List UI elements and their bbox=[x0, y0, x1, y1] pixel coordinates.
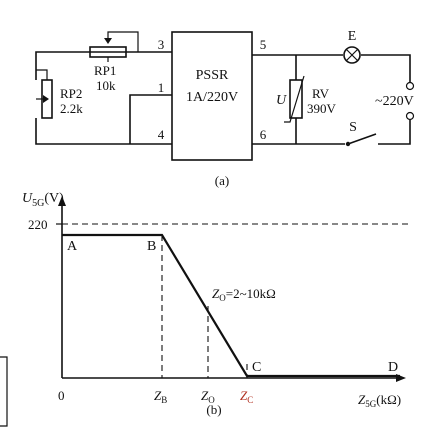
characteristic-curve bbox=[62, 233, 400, 378]
lamp-icon bbox=[343, 46, 361, 64]
varistor-label: RV bbox=[312, 86, 330, 101]
x-tick-zc: ZC bbox=[240, 388, 253, 405]
rp2-link bbox=[36, 69, 48, 80]
rp1-label: RP1 bbox=[94, 63, 116, 78]
point-a: A bbox=[67, 239, 78, 254]
x-tick-zo: ZO bbox=[201, 388, 215, 405]
origin-label: 0 bbox=[58, 388, 65, 403]
switch-label: S bbox=[349, 120, 357, 135]
switch-blade bbox=[347, 133, 377, 145]
rp1-wiper-arrow bbox=[104, 38, 112, 44]
y-tick-220: 220 bbox=[28, 217, 48, 232]
pin-5-label: 5 bbox=[260, 37, 267, 52]
circuit-diagram: PSSR 1A/220V 3 1 4 5 6 RP2 2.2k RP1 10k bbox=[35, 29, 415, 188]
x-tick-zb: ZB bbox=[154, 388, 167, 405]
pin-1-label: 1 bbox=[158, 80, 165, 95]
pin-4-label: 4 bbox=[158, 127, 165, 142]
pssr-module bbox=[171, 31, 253, 161]
y-axis-arrow bbox=[58, 196, 66, 206]
wire-pin4 bbox=[35, 118, 172, 145]
x-axis-label: Z5G(kΩ) bbox=[358, 392, 401, 409]
rp1-value: 10k bbox=[96, 78, 116, 93]
pssr-rating: 1A/220V bbox=[186, 90, 238, 105]
varistor-slash bbox=[284, 75, 305, 123]
rp2-wiper-arrow bbox=[43, 95, 49, 103]
point-c: C bbox=[252, 360, 261, 375]
lamp-label: E bbox=[348, 29, 357, 44]
supply-terminal-bottom bbox=[405, 111, 415, 121]
supply-label: ~220V bbox=[375, 94, 414, 109]
varistor-symbol: U bbox=[276, 93, 287, 108]
pin-6-label: 6 bbox=[260, 127, 267, 142]
rp1-link bbox=[107, 31, 139, 52]
chart-caption: (b) bbox=[206, 402, 221, 417]
wire-switch-out bbox=[378, 120, 411, 145]
pssr-label: PSSR bbox=[196, 68, 229, 83]
supply-terminal-top bbox=[405, 81, 415, 91]
zo-annotation: ZO=2~10kΩ bbox=[212, 286, 276, 303]
rp2-value: 2.2k bbox=[60, 101, 83, 116]
frame-fragment bbox=[0, 356, 8, 427]
wire-pin1 bbox=[129, 94, 172, 144]
point-d: D bbox=[388, 360, 398, 375]
varistor-value: 390V bbox=[307, 101, 337, 116]
lamp-cross bbox=[345, 48, 359, 62]
circuit-caption: (a) bbox=[215, 173, 229, 188]
wire-lamp-out bbox=[361, 54, 411, 82]
varistor-body bbox=[289, 79, 303, 119]
chart: U5G(V) Z5G(kΩ) 220 A B C D ZO=2~10kΩ 0 Z… bbox=[22, 191, 410, 417]
pin-3-label: 3 bbox=[158, 37, 165, 52]
y-axis-label: U5G(V) bbox=[22, 191, 64, 209]
point-b: B bbox=[147, 239, 156, 254]
rp2-label: RP2 bbox=[60, 86, 82, 101]
